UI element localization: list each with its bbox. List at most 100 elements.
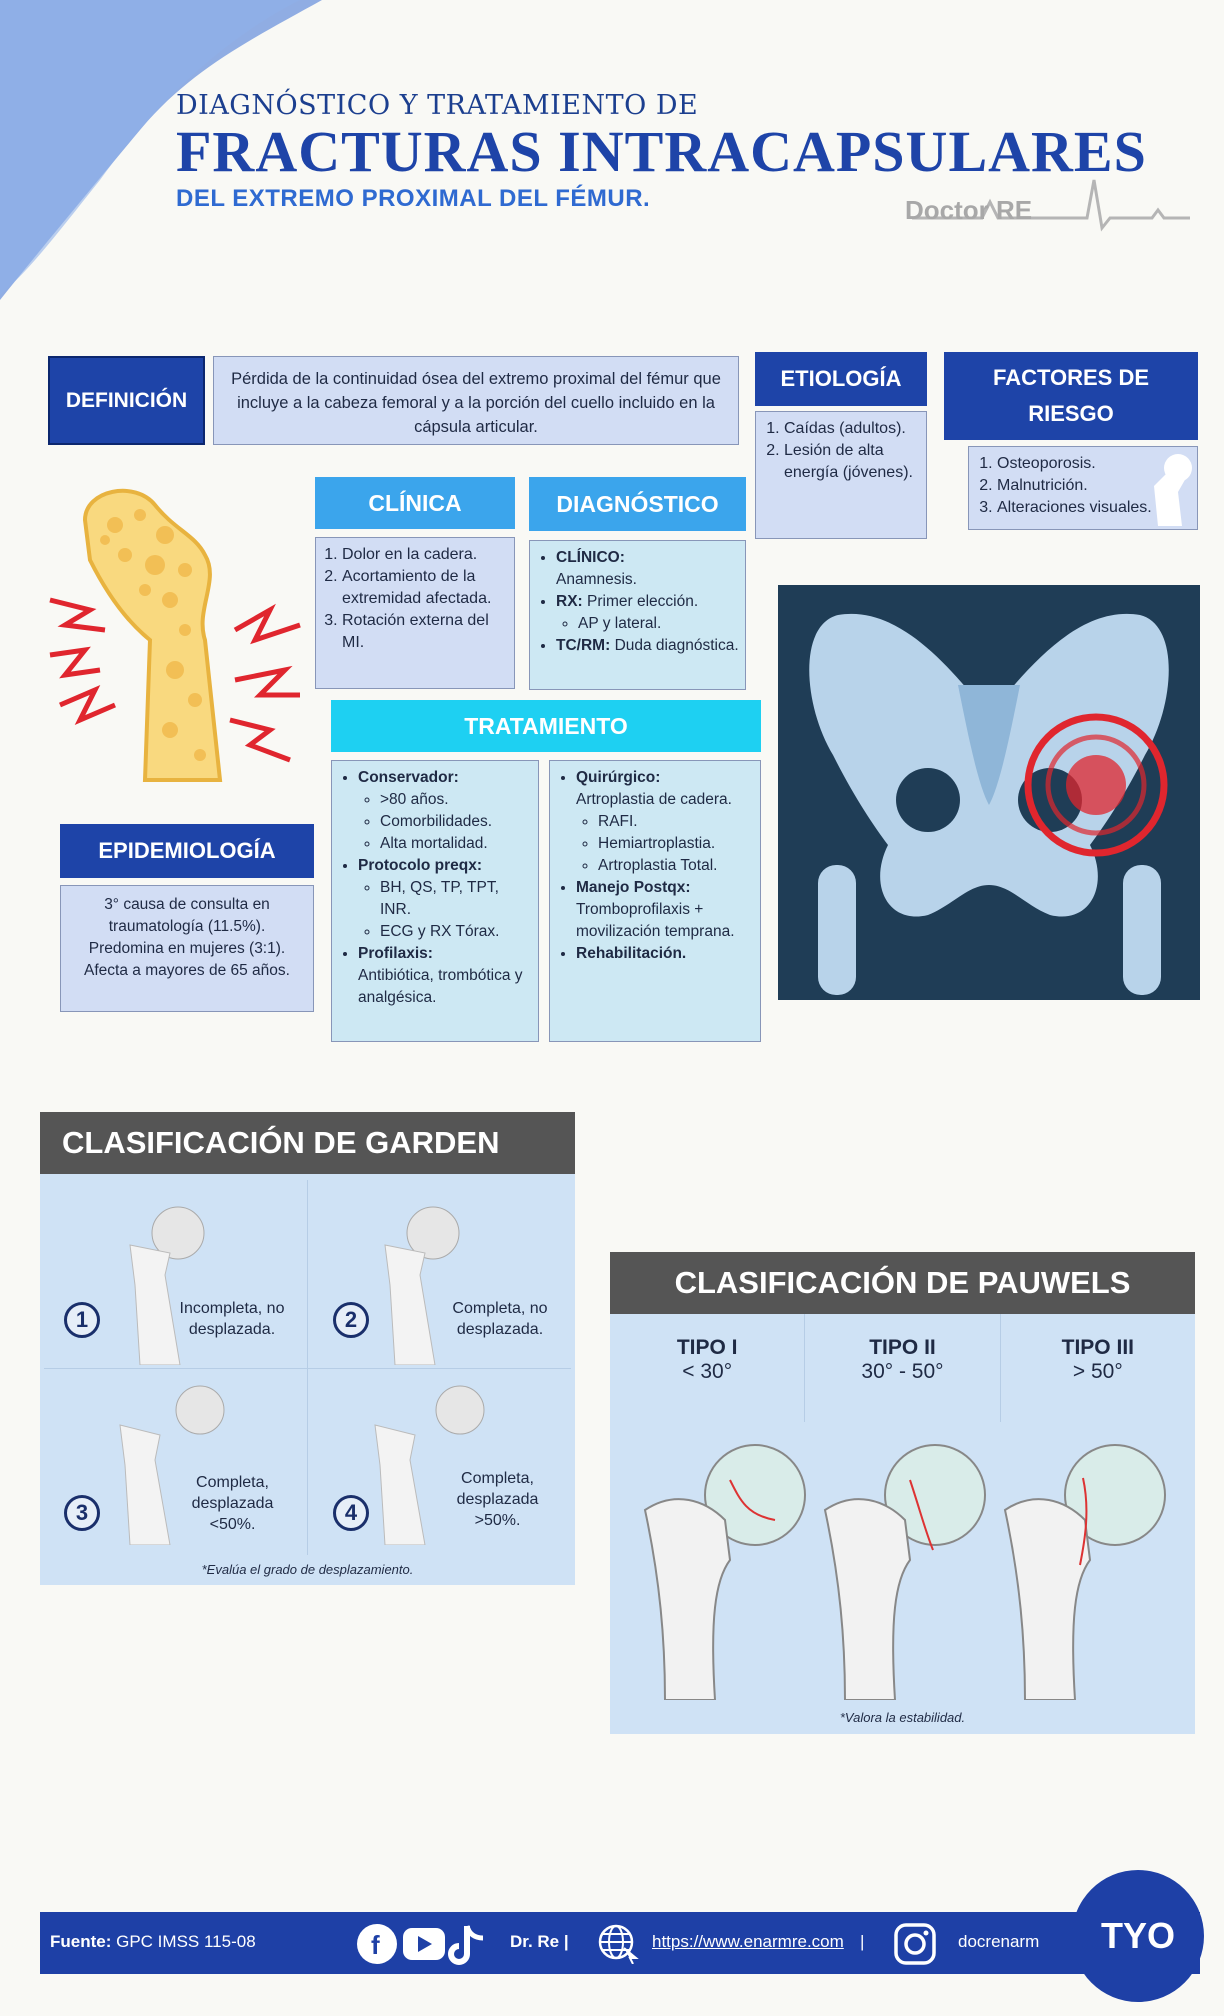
- pauwels-bones-illustration: [643, 1444, 1166, 1700]
- definicion-text: Pérdida de la continuidad ósea del extre…: [213, 356, 739, 445]
- garden-1-number: 1: [64, 1302, 100, 1338]
- tyo-logo: TYO: [1072, 1870, 1204, 2002]
- pauwels-type-3-name: TIPO III: [1061, 1336, 1134, 1359]
- factores-list: Osteoporosis.Malnutrición.Alteraciones v…: [975, 453, 1191, 519]
- page-title: FRACTURAS INTRACAPSULARES: [176, 119, 1147, 184]
- trat-postqx-label: Manejo Postqx:: [576, 879, 691, 896]
- trat-profilaxis-label: Profilaxis:: [358, 945, 433, 962]
- factores-item: Osteoporosis.: [997, 453, 1191, 475]
- clinica-list: Dolor en la cadera.Acortamiento de la ex…: [320, 544, 510, 654]
- garden-3-number: 3: [64, 1495, 100, 1531]
- header-wave-shape: [0, 0, 322, 300]
- trat-profilaxis-text: Antibiótica, trombótica y analgésica.: [358, 967, 523, 1006]
- conservador-item: >80 años.: [380, 789, 534, 811]
- pauwels-type-2-name: TIPO II: [869, 1336, 936, 1359]
- conservador-list: >80 años.Comorbilidades.Alta mortalidad.: [358, 789, 534, 855]
- tratamiento-header: TRATAMIENTO: [331, 700, 761, 752]
- pauwels-type-1: TIPO I< 30°: [610, 1314, 804, 1422]
- diag-clinico-text: Anamnesis.: [556, 571, 637, 588]
- diagnostico-box: CLÍNICO:Anamnesis. RX: Primer elección. …: [529, 540, 746, 690]
- diag-rx-sub: AP y lateral.: [578, 613, 741, 635]
- etiologia-header: ETIOLOGÍA: [755, 352, 927, 406]
- footer-instagram-handle[interactable]: docrenarm: [958, 1932, 1040, 1951]
- quirurgico-item: RAFI.: [598, 811, 756, 833]
- conservador-item: Comorbilidades.: [380, 811, 534, 833]
- instagram-icon: [894, 1923, 936, 1965]
- garden-2-text: Completa, no desplazada.: [452, 1300, 548, 1338]
- social-icons: f: [357, 1924, 484, 1965]
- tratamiento-right-box: Quirúrgico: Artroplastia de cadera. RAFI.…: [549, 760, 761, 1042]
- header-kicker: DIAGNÓSTICO Y TRATAMIENTO DE: [176, 90, 699, 121]
- etiologia-list: Caídas (adultos).Lesión de alta energía …: [762, 418, 920, 484]
- clinica-box: Dolor en la cadera.Acortamiento de la ex…: [315, 537, 515, 689]
- garden-1-bone: [129, 1206, 205, 1365]
- pauwels-note: *Valora la estabilidad.: [839, 1710, 966, 1725]
- footer-source-text: GPC IMSS 115-08: [116, 1932, 256, 1951]
- garden-title: CLASIFICACIÓN DE GARDEN: [40, 1112, 575, 1174]
- quirurgico-item: Hemiartroplastia.: [598, 833, 756, 855]
- diag-clinico-label: CLÍNICO:: [556, 549, 625, 566]
- pelvis-pain-illustration: [778, 585, 1200, 1000]
- garden-4-text: Completa, desplazada >50%.: [456, 1470, 539, 1529]
- preqx-list: BH, QS, TP, TPT, INR.ECG y RX Tórax.: [358, 877, 534, 943]
- garden-4-number: 4: [333, 1495, 369, 1531]
- footer-source: Fuente: GPC IMSS 115-08: [50, 1932, 256, 1952]
- trat-quirurgico-text: Artroplastia de cadera.: [576, 791, 732, 808]
- preqx-item: ECG y RX Tórax.: [380, 921, 534, 943]
- pauwels-type-2-range: 30° - 50°: [861, 1360, 944, 1383]
- pauwels-type-1-range: < 30°: [682, 1360, 733, 1383]
- brand-logo: Doctor RE: [905, 195, 1033, 225]
- factores-header: FACTORES DE RIESGO: [944, 352, 1198, 440]
- trat-conservador-label: Conservador:: [358, 769, 459, 786]
- preqx-item: BH, QS, TP, TPT, INR.: [380, 877, 534, 921]
- garden-note: *Evalúa el grado de desplazamiento.: [201, 1562, 414, 1577]
- etiologia-item: Lesión de alta energía (jóvenes).: [784, 440, 920, 484]
- footer-website-link[interactable]: https://www.enarmre.com: [652, 1932, 844, 1951]
- globe-icon: [598, 1924, 639, 1964]
- clinica-header: CLÍNICA: [315, 477, 515, 529]
- footer-handle: Dr. Re |: [510, 1932, 569, 1951]
- pauwels-type-3-range: > 50°: [1072, 1360, 1123, 1383]
- factores-item: Malnutrición.: [997, 475, 1191, 497]
- trat-postqx-text: Tromboprofilaxis + movilización temprana…: [576, 901, 735, 940]
- diag-rx-text: Primer elección.: [587, 593, 699, 610]
- header-subtitle: DEL EXTREMO PROXIMAL DEL FÉMUR.: [176, 185, 651, 212]
- epidemiologia-header: EPIDEMIOLOGÍA: [60, 824, 314, 878]
- footer-bar: Fuente: GPC IMSS 115-08 f Dr. Re | https…: [40, 1912, 1200, 1974]
- trat-preqx-label: Protocolo preqx:: [358, 857, 483, 874]
- garden-4-bone: [374, 1385, 485, 1545]
- diag-tc-text: Duda diagnóstica.: [614, 637, 739, 654]
- garden-2-number: 2: [333, 1302, 369, 1338]
- footer-source-label: Fuente:: [50, 1932, 112, 1951]
- etiologia-item: Caídas (adultos).: [784, 418, 920, 440]
- garden-2-bone: [384, 1206, 460, 1365]
- conservador-item: Alta mortalidad.: [380, 833, 534, 855]
- diag-rx-label: RX:: [556, 593, 583, 610]
- factores-header-label: FACTORES DE RIESGO: [992, 365, 1150, 426]
- quirurgico-list: RAFI.Hemiartroplastia.Artroplastia Total…: [576, 811, 756, 877]
- femur-pain-illustration: [49, 488, 301, 782]
- pauwels-type-1-name: TIPO I: [676, 1336, 738, 1359]
- trat-quirurgico-label: Quirúrgico:: [576, 769, 661, 786]
- factores-box: Osteoporosis.Malnutrición.Alteraciones v…: [968, 446, 1198, 530]
- svg-text:f: f: [371, 1930, 380, 1960]
- tratamiento-left-box: Conservador: >80 años.Comorbilidades.Alt…: [331, 760, 539, 1042]
- garden-3-bone: [119, 1385, 225, 1545]
- trat-rehab-label: Rehabilitación.: [576, 945, 687, 962]
- garden-1-text: Incompleta, no desplazada.: [179, 1300, 285, 1338]
- epidemiologia-text: 3° causa de consulta en traumatología (1…: [60, 885, 314, 1012]
- clinica-item: Dolor en la cadera.: [342, 544, 510, 566]
- pauwels-type-3: TIPO III> 50°: [1001, 1314, 1195, 1422]
- diagnostico-header: DIAGNÓSTICO: [529, 477, 746, 531]
- quirurgico-item: Artroplastia Total.: [598, 855, 756, 877]
- heartbeat-icon: [912, 179, 1190, 232]
- garden-3-text: Completa, desplazada <50%.: [191, 1474, 274, 1533]
- etiologia-box: Caídas (adultos).Lesión de alta energía …: [755, 411, 927, 539]
- definicion-header: DEFINICIÓN: [48, 356, 205, 445]
- femur-head-icon: [1154, 454, 1192, 526]
- pauwels-title: CLASIFICACIÓN DE PAUWELS: [610, 1252, 1195, 1314]
- clinica-item: Rotación externa del MI.: [342, 610, 510, 654]
- footer-separator: |: [860, 1932, 865, 1951]
- factores-item: Alteraciones visuales.: [997, 497, 1191, 519]
